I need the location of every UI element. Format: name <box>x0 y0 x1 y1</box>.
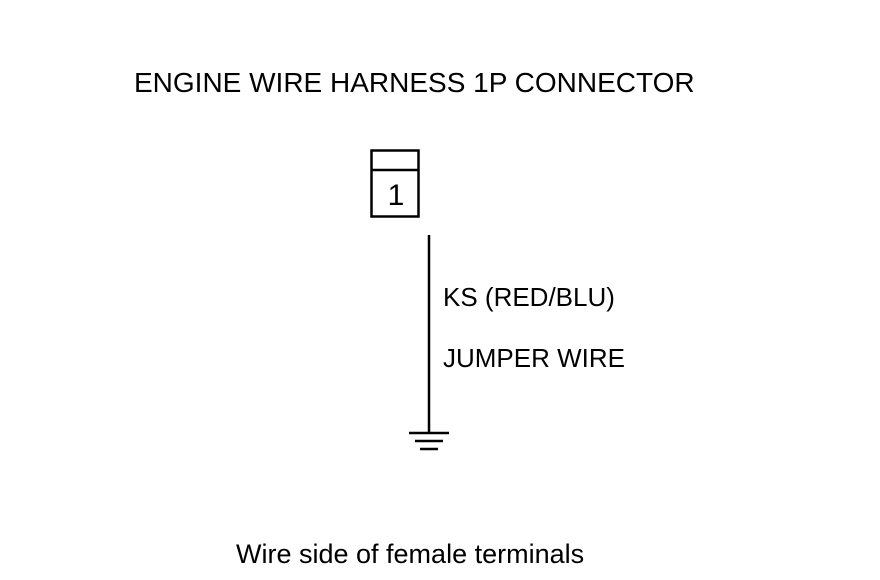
terminal-view-caption: Wire side of female terminals <box>236 539 585 569</box>
diagram-title: ENGINE WIRE HARNESS 1P CONNECTOR <box>134 67 695 98</box>
jumper-wire-label: JUMPER WIRE <box>443 343 625 373</box>
connector-1p: 1 <box>370 149 420 218</box>
ground-symbol-icon <box>409 431 449 451</box>
wire-color-label: KS (RED/BLU) <box>443 282 615 312</box>
connector-body <box>370 149 420 218</box>
connector-pin-number: 1 <box>388 179 405 212</box>
